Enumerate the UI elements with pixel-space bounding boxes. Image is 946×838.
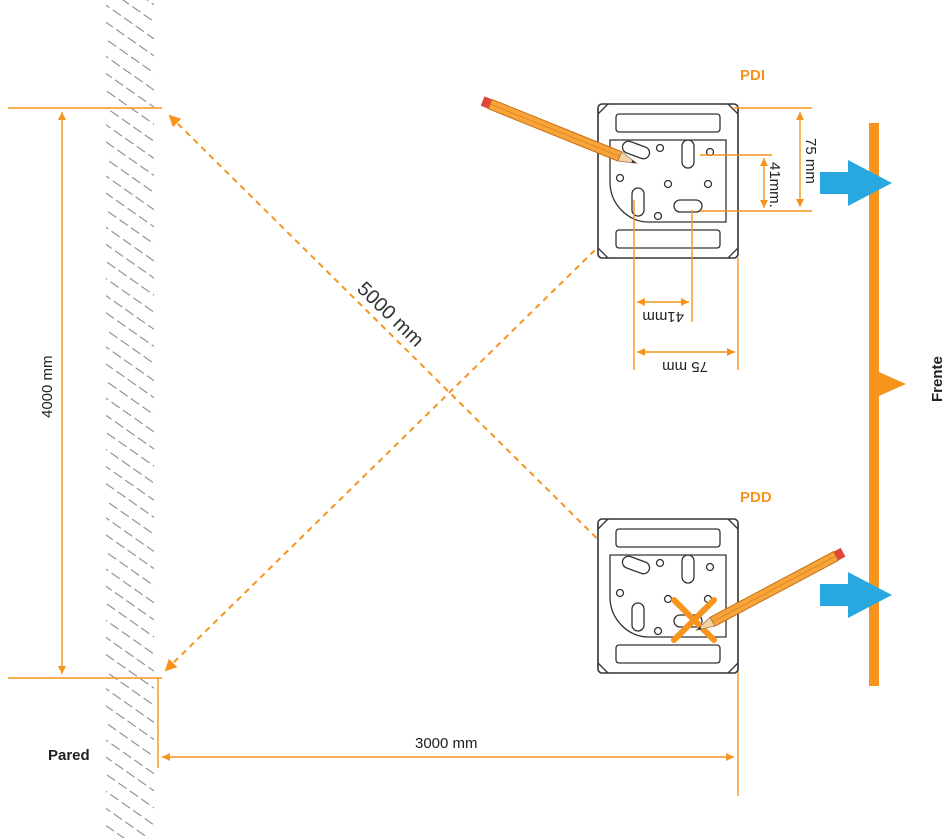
inner-horizontal-label: 41mm	[642, 308, 684, 325]
outer-horizontal-label: 75 mm	[662, 358, 708, 375]
diagonal-dimension-label: 5000 mm	[353, 278, 428, 352]
wall-hatch	[106, 0, 154, 838]
diagonal-bottom-left-to-top-right	[164, 108, 740, 672]
left-plate-label: PDI	[740, 67, 765, 84]
front-arrow-icon	[879, 372, 906, 396]
right-arrow-icon	[820, 160, 892, 206]
height-dimension-label: 4000 mm	[39, 355, 56, 418]
inner-vertical-label: 41mm.	[766, 162, 783, 208]
left-plate	[597, 103, 739, 259]
front-label: Frente	[929, 356, 946, 402]
right-arrow-icon	[820, 572, 892, 618]
width-dimension-label: 3000 mm	[415, 735, 478, 752]
x-mark-icon	[671, 597, 717, 643]
outer-vertical-label: 75 mm	[802, 138, 819, 184]
wall-label: Pared	[48, 747, 90, 764]
right-plate-label: PDD	[740, 489, 772, 506]
right-plate	[597, 518, 739, 674]
